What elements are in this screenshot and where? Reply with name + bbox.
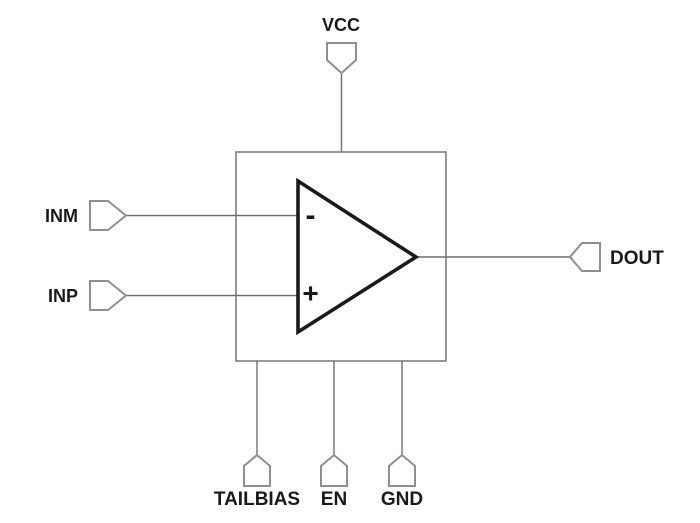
inverting-input-symbol: -	[306, 199, 316, 232]
pin-symbol-gnd	[388, 453, 416, 487]
pin-symbol-dout	[568, 242, 601, 272]
noninverting-input-symbol: +	[302, 278, 318, 309]
pin-label-inm: INM	[45, 206, 78, 226]
pin-label-gnd: GND	[381, 489, 423, 510]
pin-label-en: EN	[321, 489, 347, 510]
pin-symbol-inm	[89, 200, 128, 231]
opamp-triangle	[296, 177, 420, 336]
pin-label-inp: INP	[48, 286, 78, 306]
pin-label-dout: DOUT	[610, 248, 664, 269]
pin-label-vcc: VCC	[322, 15, 360, 35]
pin-symbol-tailbias	[243, 453, 271, 487]
pin-symbol-inp	[89, 280, 128, 311]
pin-label-tailbias: TAILBIAS	[214, 489, 300, 510]
pin-symbol-en	[320, 453, 348, 487]
pin-symbol-vcc	[326, 42, 357, 75]
